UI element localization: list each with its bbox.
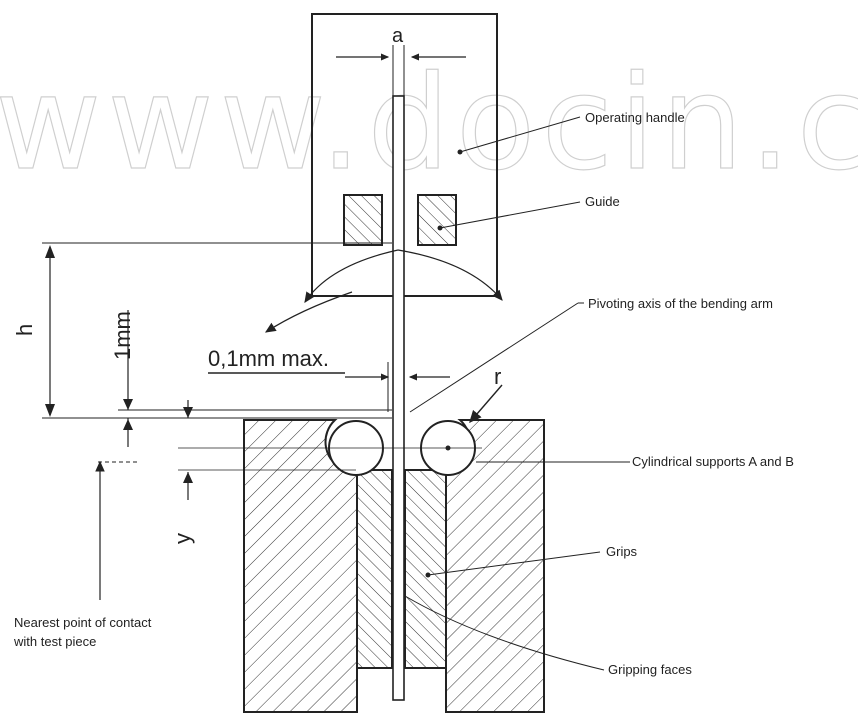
dimension-a: a	[336, 25, 466, 96]
test-piece	[392, 95, 405, 701]
label-operating-handle: Operating handle	[585, 110, 685, 125]
dim-r-label: r	[494, 364, 501, 389]
swing-arc-right	[397, 249, 503, 301]
nearest-point-indicator	[95, 460, 140, 600]
guide-block-left	[343, 194, 383, 246]
bend-arrow	[264, 291, 353, 333]
swing-arc-left	[304, 249, 399, 303]
nearest-point-label-line1: Nearest point of contact	[14, 615, 152, 630]
dimension-clearance: 0,1mm max.	[208, 346, 450, 412]
dimension-r: r	[469, 364, 503, 424]
label-pivoting-axis: Pivoting axis of the bending arm	[588, 296, 773, 311]
dimension-1mm: 1mm	[110, 310, 392, 447]
dim-1mm-label: 1mm	[110, 311, 135, 360]
grip-right	[404, 469, 447, 669]
label-gripping-faces: Gripping faces	[608, 662, 692, 677]
guide-block-right	[417, 194, 457, 246]
label-guide: Guide	[585, 194, 620, 209]
grip-left	[356, 469, 393, 669]
dim-a-label: a	[392, 25, 404, 47]
nearest-point-label-line2: with test piece	[13, 634, 96, 649]
dimension-y: y	[170, 400, 356, 544]
dimension-h: h	[12, 242, 392, 419]
label-grips: Grips	[606, 544, 638, 559]
watermark: www.docin.com	[0, 47, 858, 199]
dim-y-label: y	[170, 533, 195, 544]
label-cylindrical-supports: Cylindrical supports A and B	[632, 454, 794, 469]
dim-h-label: h	[12, 324, 37, 336]
dim-clearance-label: 0,1mm max.	[208, 346, 329, 371]
